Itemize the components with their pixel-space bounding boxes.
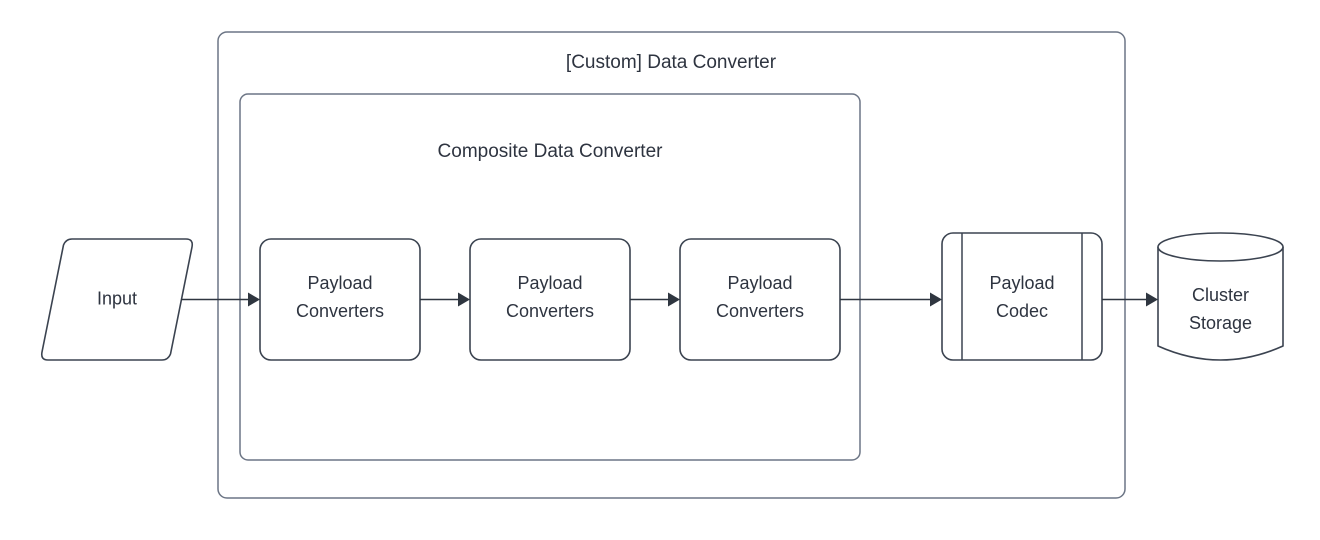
node-input[interactable]: Input bbox=[40, 238, 194, 361]
node-payload-codec[interactable]: Payload Codec bbox=[941, 232, 1103, 361]
connector-payload-converters-3-to-codec bbox=[840, 292, 942, 307]
container-custom-data-converter-border bbox=[217, 31, 1126, 499]
node-cluster-storage-label-line1: Cluster bbox=[1192, 285, 1249, 305]
node-input-shape bbox=[40, 238, 194, 361]
connector-input-to-payload-converters-1 bbox=[181, 292, 260, 307]
node-payload-converters-3-shape bbox=[679, 238, 841, 361]
node-payload-converters-1-label-line2: Converters bbox=[296, 301, 384, 321]
node-payload-converters-3[interactable]: Payload Converters bbox=[679, 238, 841, 361]
container-custom-data-converter-label: [Custom] Data Converter bbox=[566, 52, 777, 73]
node-payload-converters-2-shape bbox=[469, 238, 631, 361]
node-payload-converters-2[interactable]: Payload Converters bbox=[469, 238, 631, 361]
connector-codec-to-cluster-storage bbox=[1102, 292, 1158, 307]
connector-input-to-pc1-arrowhead bbox=[248, 292, 260, 307]
node-payload-converters-3-label-line1: Payload bbox=[727, 273, 792, 293]
connector-pc1-to-pc2-arrowhead bbox=[458, 292, 470, 307]
connector-pc2-to-pc3-arrowhead bbox=[668, 292, 680, 307]
node-cluster-storage-top-ellipse bbox=[1157, 232, 1284, 262]
node-payload-codec-shape bbox=[941, 232, 1103, 361]
container-composite-data-converter-border bbox=[239, 93, 861, 461]
node-payload-converters-1-shape bbox=[259, 238, 421, 361]
node-payload-converters-1-label-line1: Payload bbox=[307, 273, 372, 293]
container-composite-data-converter-label: Composite Data Converter bbox=[438, 141, 664, 162]
node-cluster-storage[interactable]: Cluster Storage bbox=[1157, 232, 1284, 361]
container-composite-data-converter[interactable]: Composite Data Converter bbox=[239, 93, 861, 461]
container-custom-data-converter[interactable]: [Custom] Data Converter bbox=[217, 31, 1126, 499]
node-payload-converters-1[interactable]: Payload Converters bbox=[259, 238, 421, 361]
node-payload-converters-3-label-line2: Converters bbox=[716, 301, 804, 321]
node-payload-codec-label-line2: Codec bbox=[996, 301, 1048, 321]
node-payload-converters-2-label-line1: Payload bbox=[517, 273, 582, 293]
connector-payload-converters-2-to-3 bbox=[630, 292, 680, 307]
connector-payload-converters-1-to-2 bbox=[420, 292, 470, 307]
connector-codec-to-storage-arrowhead bbox=[1146, 292, 1158, 307]
connector-pc3-to-codec-arrowhead bbox=[930, 292, 942, 307]
node-payload-converters-2-label-line2: Converters bbox=[506, 301, 594, 321]
node-input-label: Input bbox=[97, 288, 137, 308]
node-cluster-storage-body bbox=[1157, 246, 1284, 361]
node-cluster-storage-label-line2: Storage bbox=[1189, 313, 1252, 333]
node-payload-codec-label-line1: Payload bbox=[989, 273, 1054, 293]
